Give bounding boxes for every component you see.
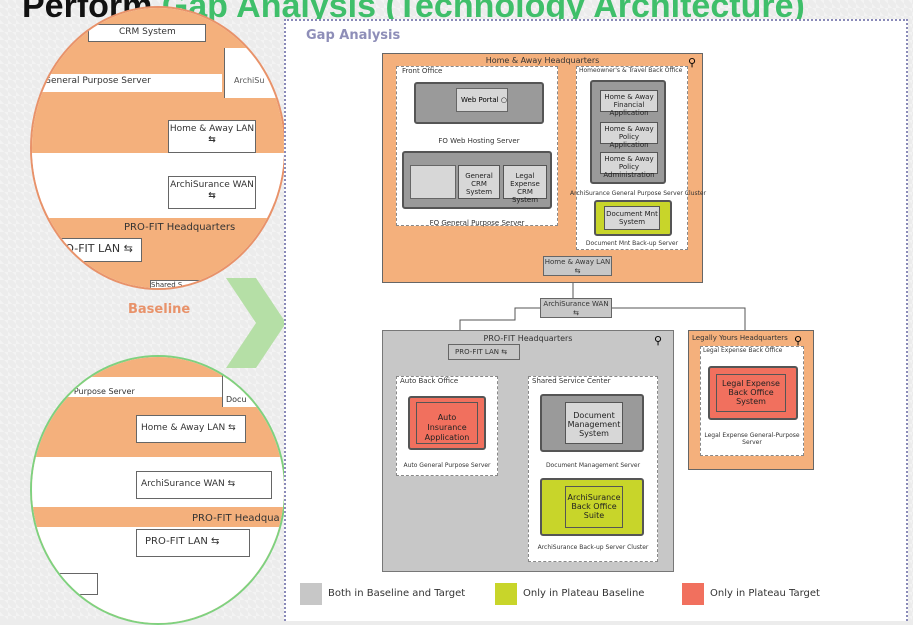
zoom2-wan: ArchiSurance WAN ⇆	[136, 471, 272, 499]
zoom2-center-box: nter	[32, 573, 98, 595]
legend-swatch-target	[682, 583, 704, 605]
wan-node-main: ArchiSurance WAN ⇆	[540, 298, 612, 318]
legend-label-target: Only in Plateau Target	[710, 588, 820, 599]
wan-node: ArchiSurance WAN ⇆	[168, 176, 256, 209]
financial-app-node: Home & Away Financial Application	[600, 90, 658, 117]
legend-label-baseline: Only in Plateau Baseline	[523, 588, 645, 599]
baseline-label: Baseline	[128, 302, 191, 317]
zoom2-profit-hq: PRO-FIT Headqua	[192, 513, 280, 524]
zoom2-gps-label: eneral Purpose Server	[46, 387, 135, 396]
web-portal-node: Web Portal ○	[456, 88, 508, 112]
legend-swatch-both	[300, 583, 322, 605]
archi-cluster-label: ArchiSurance Back-up Server Cluster	[537, 544, 649, 551]
doc-backup-label: Document Mnt Back-up Server	[585, 240, 679, 247]
ly-hq-label: Legally Yours Headquarters	[692, 334, 788, 342]
fo-web-label: FO Web Hosting Server	[438, 137, 520, 145]
auto-bo-label: Auto Back Office	[400, 377, 459, 385]
legal-bo-label: Legal Expense Back Office	[703, 347, 783, 354]
zoom2-profit-lan: PRO-FIT LAN ⇆	[136, 529, 250, 557]
crm-system-node: CRM System	[88, 24, 206, 42]
profit-hq-main-label: PRO-FIT Headquarters	[483, 334, 573, 343]
location-icon: ⚲	[688, 56, 697, 69]
gps-label-box	[42, 74, 222, 92]
zoom2-white1	[32, 377, 222, 397]
location-icon: ⚲	[794, 334, 803, 347]
archisu-box	[224, 48, 284, 98]
profit-hq-label: PRO-FIT Headquarters	[124, 222, 236, 233]
shared-node: Shared S	[150, 280, 212, 288]
back-office-label: Homeowner's & Travel Back Office	[579, 67, 683, 74]
doc-mnt-system-node: Document Mnt System	[604, 206, 660, 230]
location-icon: ⚲	[654, 334, 663, 347]
profit-lan-node-main: PRO-FIT LAN ⇆	[448, 344, 520, 360]
fo-gps-screen	[410, 165, 456, 199]
front-office-label: Front Office	[402, 67, 443, 75]
ha-lan-node-main: Home & Away LAN ⇆	[543, 256, 612, 276]
legend-swatch-baseline	[495, 583, 517, 605]
panel-title: Gap Analysis	[306, 28, 401, 43]
fo-gps-label: FO General Purpose Server	[429, 219, 525, 227]
doc-server-label: Document Management Server	[545, 462, 641, 469]
doc-mgmt-system-node: Document Management System	[565, 402, 623, 444]
ha-lan-node: Home & Away LAN ⇆	[168, 120, 256, 153]
auto-gps-label: Auto General Purpose Server	[403, 462, 491, 469]
auto-insurance-app: Auto Insurance Application	[416, 402, 478, 444]
legend-label-both: Both in Baseline and Target	[328, 588, 466, 599]
zoom2-docu-box	[222, 367, 284, 407]
policy-app-node: Home & Away Policy Application	[600, 122, 658, 149]
archi-bo-suite-node: ArchiSurance Back Office Suite	[565, 486, 623, 528]
ha-hq-label: Home & Away Headquarters	[485, 56, 600, 65]
legal-crm-node: Legal Expense CRM System	[503, 165, 547, 204]
gps-label: General Purpose Server	[44, 76, 151, 86]
archisu-label: ArchiSu	[234, 76, 265, 85]
zoom2-docu-label: Docu	[226, 395, 247, 404]
cluster-label: ArchiSurance General Purpose Server Clus…	[570, 190, 707, 197]
ssc-label: Shared Service Center	[532, 377, 611, 385]
zoom2-ha-lan: Home & Away LAN ⇆	[136, 415, 246, 443]
legal-gps-label: Legal Expense General-Purpose Server	[704, 432, 800, 446]
legal-bo-system-node: Legal Expense Back Office System	[716, 374, 786, 412]
general-crm-node: General CRM System	[458, 165, 500, 199]
chevron-right-icon	[226, 278, 286, 368]
target-zoom-circle: eneral Purpose Server Docu Home & Away L…	[30, 355, 286, 625]
policy-admin-node: Home & Away Policy Administration	[600, 152, 658, 179]
profit-lan-node: PRO-FIT LAN ⇆	[46, 238, 142, 262]
